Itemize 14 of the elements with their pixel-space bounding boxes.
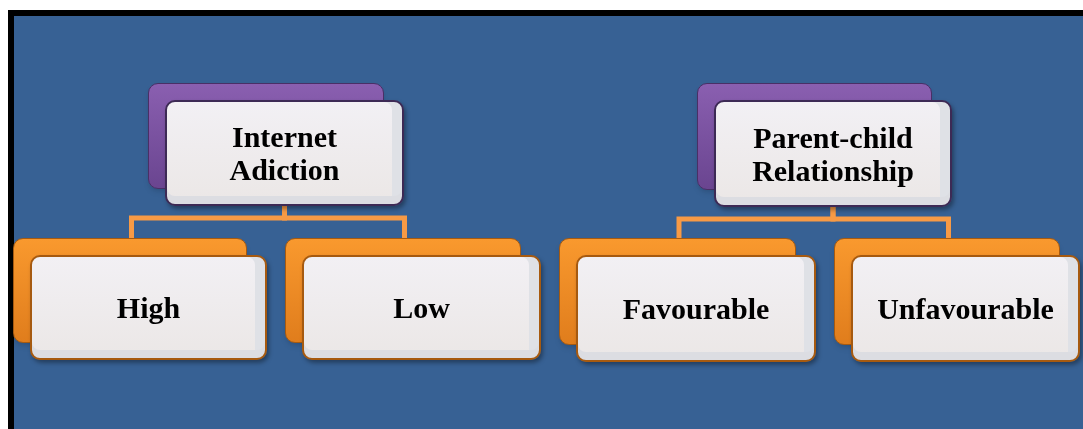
stacked-box: [834, 238, 1080, 362]
process-box: Favourable: [576, 255, 816, 362]
connector-line: [282, 206, 407, 238]
process-box: Low: [302, 255, 541, 360]
process-box: High: [30, 255, 267, 360]
stacked-box: [559, 238, 816, 362]
stacked-box: [148, 83, 404, 206]
stacked-box: [13, 238, 267, 360]
process-box: Unfavourable: [851, 255, 1080, 362]
process-box: Internet Adiction: [165, 100, 404, 206]
stacked-box: [285, 238, 541, 360]
stacked-box: [697, 83, 952, 207]
process-box: Parent-child Relationship: [714, 100, 952, 207]
connector-line: [830, 207, 951, 238]
